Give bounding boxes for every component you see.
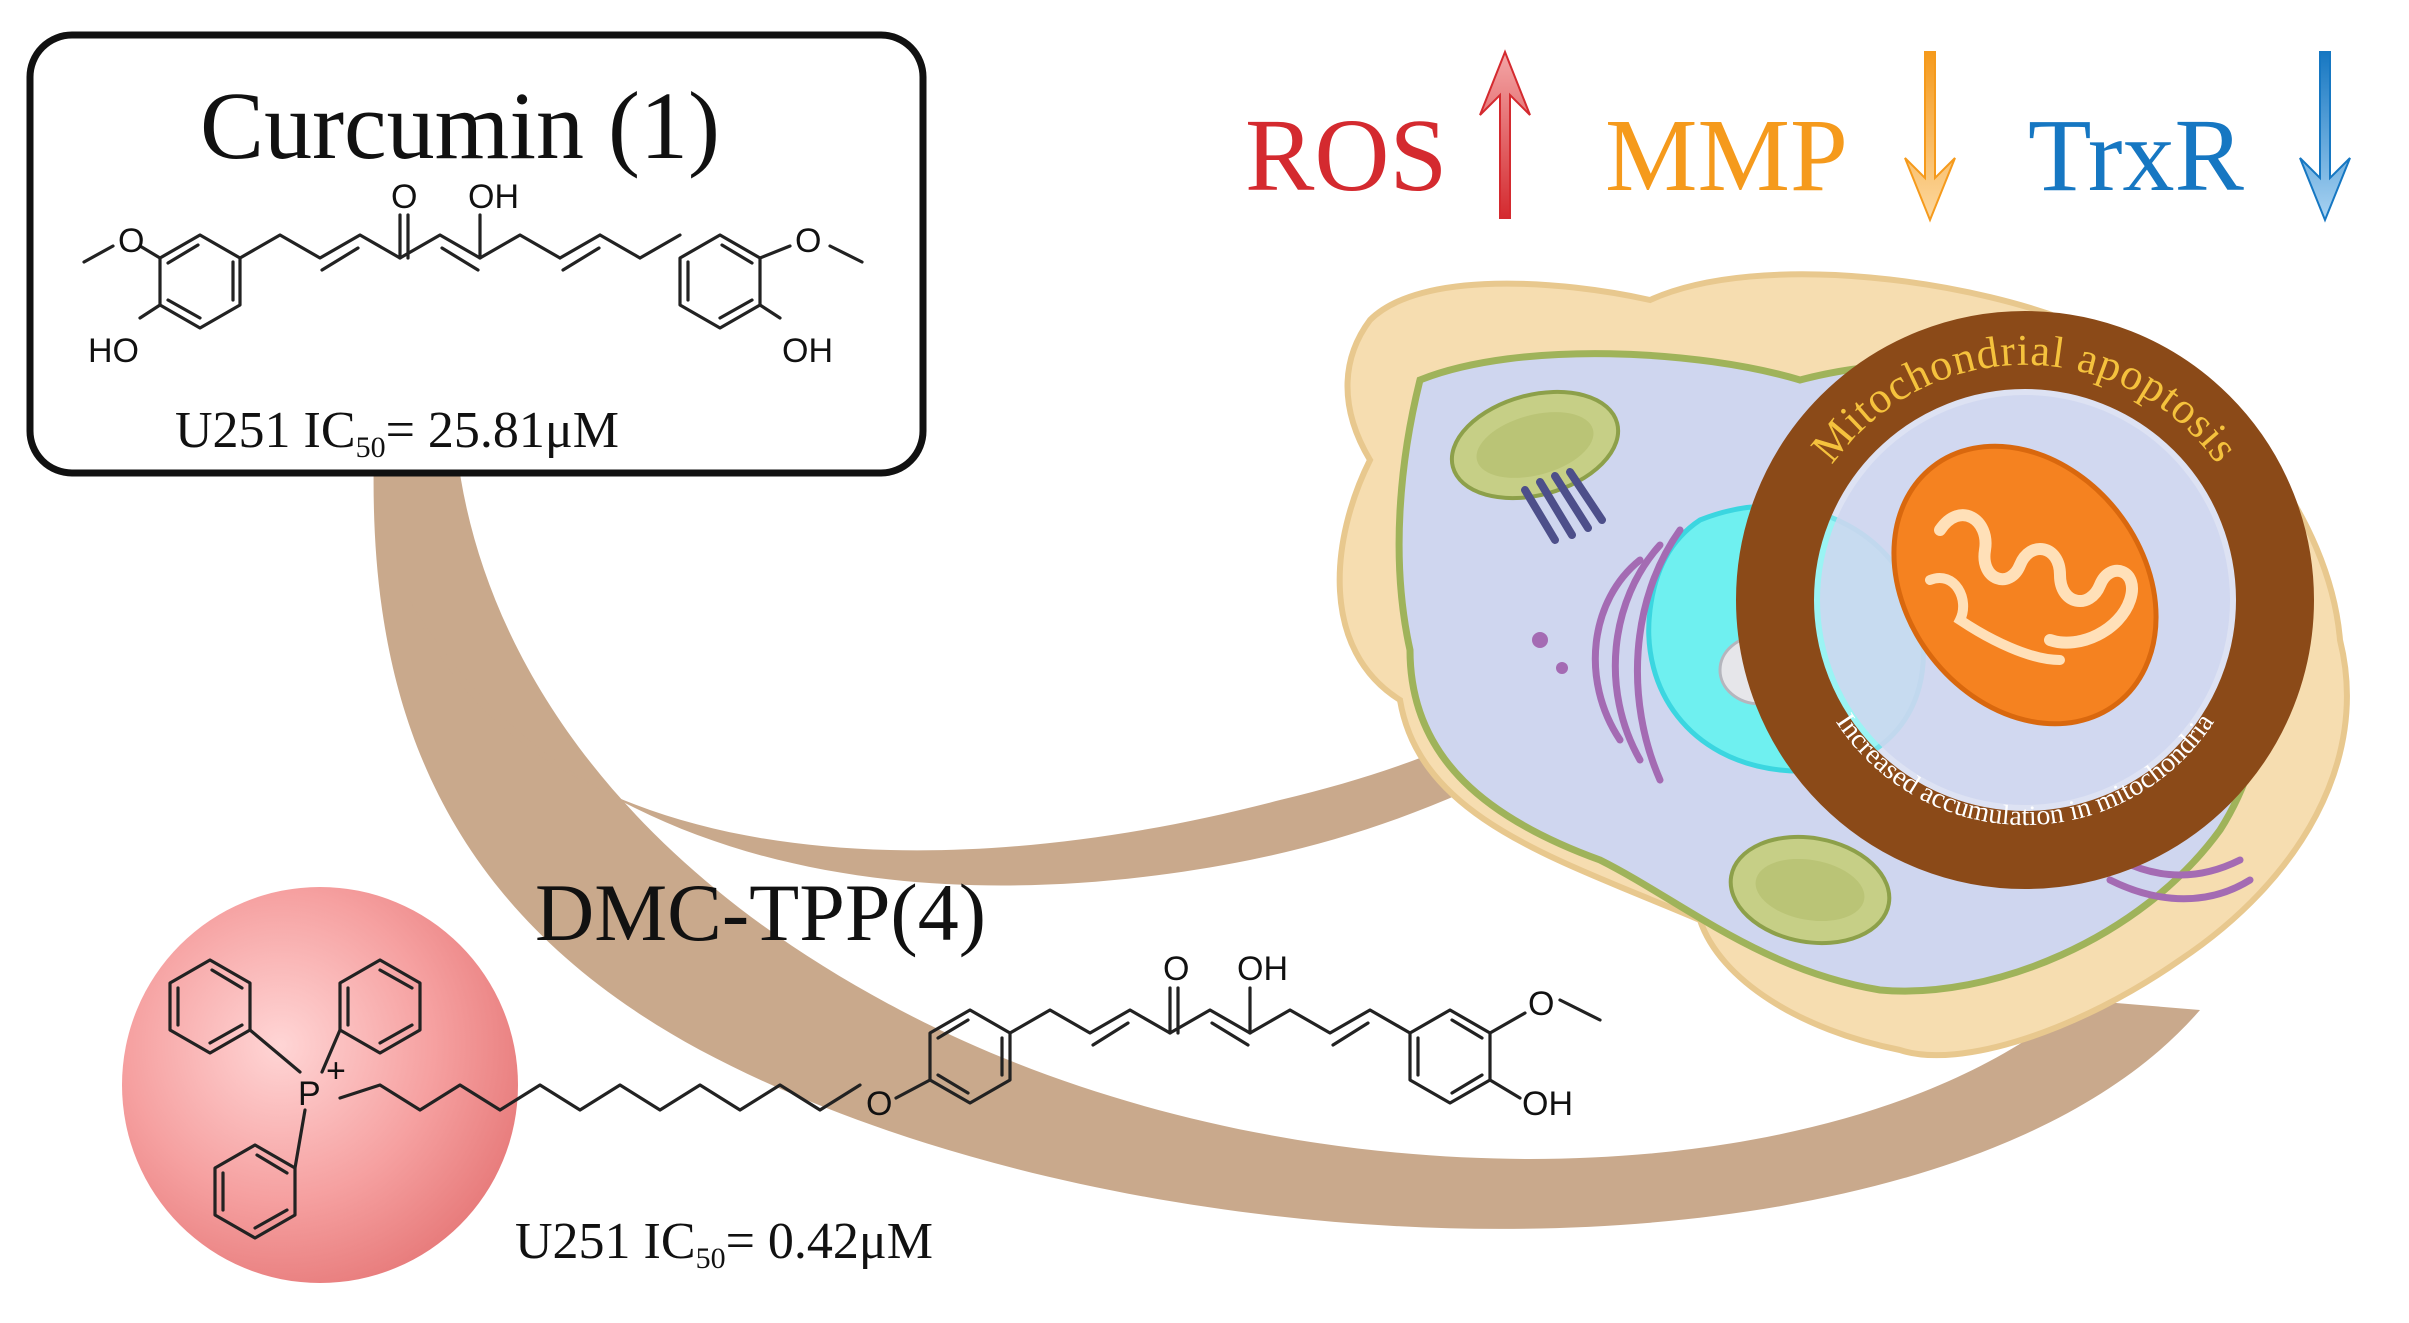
curcumin-right-methoxy-o: O	[795, 222, 821, 260]
arrow-down-icon	[1904, 51, 1956, 223]
arrow-up-icon	[1479, 49, 1531, 219]
curved-arrow	[373, 250, 2200, 1229]
marker-trxr: TrxR	[2028, 51, 2351, 223]
curcumin-left-methoxy-o: O	[118, 222, 144, 260]
curcumin-title: Curcumin (1)	[200, 72, 720, 179]
dmc-methoxy-o: O	[1528, 985, 1554, 1023]
dmc-tpp-title: DMC-TPP(4)	[535, 867, 986, 958]
marker-ros-label: ROS	[1245, 98, 1447, 213]
curcumin-right-oh: OH	[782, 332, 833, 370]
dmc-tpp-structure: O O OH O OH	[338, 950, 1602, 1123]
positive-charge: +	[326, 1052, 346, 1090]
phosphorus-atom: P	[298, 1075, 321, 1113]
arrow-down-icon	[2299, 51, 2351, 223]
curcumin-left-ho: HO	[88, 332, 139, 370]
dmc-ketone-o: O	[1163, 950, 1189, 988]
curcumin-structure: O HO O OH O OH	[82, 178, 864, 370]
curcumin-ic50: U251 IC50= 25.81μM	[175, 402, 619, 464]
tpp-sphere: P +	[122, 887, 518, 1283]
curcumin-panel: Curcumin (1) O HO O OH	[26, 31, 927, 477]
dmc-tpp-ic50: U251 IC50= 0.42μM	[515, 1213, 933, 1275]
marker-ros: ROS	[1245, 49, 1531, 219]
curcumin-enol-oh: OH	[468, 178, 519, 216]
dmc-enol-oh: OH	[1237, 950, 1288, 988]
marker-mmp-label: MMP	[1605, 98, 1848, 213]
marker-mmp: MMP	[1605, 51, 1956, 223]
mitochondria-badge: Mitochondrial apoptosis Increased accumu…	[1736, 311, 2314, 889]
dmc-phenol-oh: OH	[1522, 1085, 1573, 1123]
marker-trxr-label: TrxR	[2028, 98, 2245, 213]
ether-o: O	[866, 1085, 892, 1123]
curcumin-ketone-o: O	[391, 178, 417, 216]
